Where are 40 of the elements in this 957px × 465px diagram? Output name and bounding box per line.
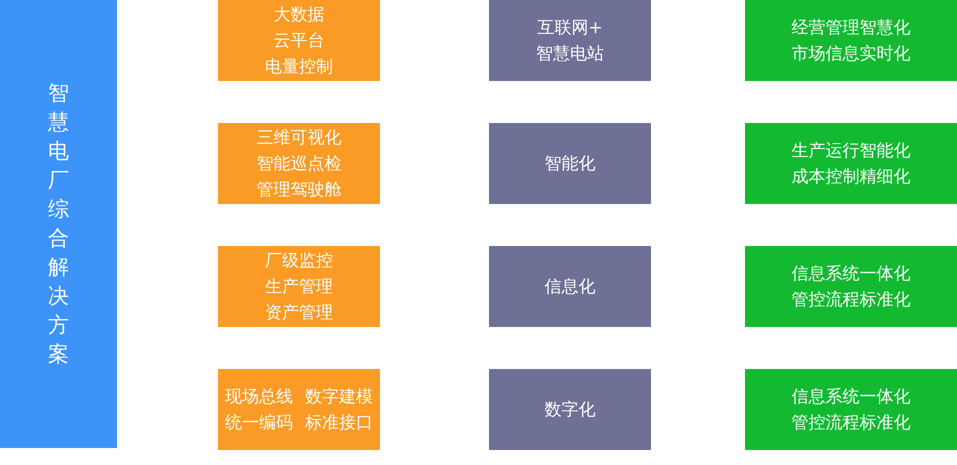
box-text: 三维可视化 xyxy=(256,126,342,150)
box-text: 智能巡点检 xyxy=(256,152,342,176)
box-text: 互联网+ xyxy=(537,16,603,40)
stage-box xyxy=(489,246,651,327)
goal-box xyxy=(745,369,957,450)
stage-box xyxy=(489,123,651,204)
box-text: 电量控制 xyxy=(265,56,333,78)
box-text: 云平台 xyxy=(274,30,324,52)
box-text: 经营管理智慧化 xyxy=(792,16,910,40)
box-text: 生产管理 xyxy=(265,276,333,298)
box-text: 智慧电站 xyxy=(536,42,604,66)
box-text: 数字化 xyxy=(544,398,596,422)
box-text: 资产管理 xyxy=(265,302,333,324)
feature-box xyxy=(218,246,380,327)
goal-box xyxy=(745,0,957,81)
box-text: 管控流程标准化 xyxy=(792,288,910,312)
box-text: 数字建模 xyxy=(305,386,373,408)
feature-box xyxy=(218,0,380,81)
goal-box xyxy=(745,246,957,327)
box-text: 现场总线 xyxy=(225,386,293,408)
box-text: 生产运行智能化 xyxy=(792,140,910,162)
stage-box xyxy=(489,0,651,81)
box-text: 信息化 xyxy=(544,276,596,298)
box-text: 统一编码 xyxy=(225,412,293,434)
box-text: 厂级监控 xyxy=(265,250,333,272)
box-text: 市场信息实时化 xyxy=(792,42,910,66)
box-text: 智能化 xyxy=(544,152,596,176)
goal-box xyxy=(745,123,957,204)
box-text: 大数据 xyxy=(274,4,324,26)
box-text: 信息系统一体化 xyxy=(792,386,910,408)
feature-box xyxy=(218,123,380,204)
box-text: 管控流程标准化 xyxy=(792,412,910,434)
feature-box xyxy=(218,369,380,450)
banner-title: 智慧电厂综合解决方案 xyxy=(48,80,69,368)
stage-box xyxy=(489,369,651,450)
box-text: 成本控制精细化 xyxy=(792,166,910,188)
vertical-banner xyxy=(0,0,117,448)
box-text: 标准接口 xyxy=(305,412,373,434)
box-text: 管理驾驶舱 xyxy=(256,178,342,202)
box-text: 信息系统一体化 xyxy=(792,262,910,286)
